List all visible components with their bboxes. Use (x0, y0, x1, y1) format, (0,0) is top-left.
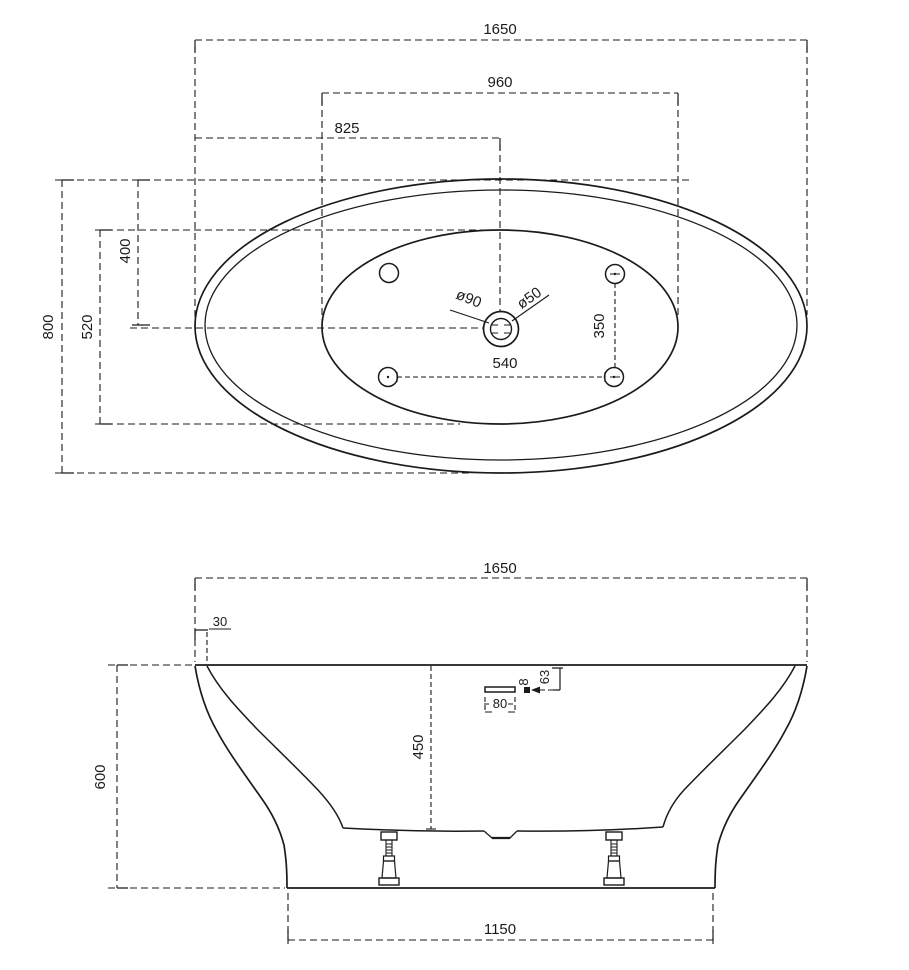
left-foot (378, 831, 400, 886)
dim-ticks-basin-length (321, 93, 679, 105)
dim-ticks-overall-length (194, 40, 808, 52)
drain-outer-leader-line (449, 309, 490, 324)
outer-wall-right (714, 665, 808, 889)
basin-ellipse (321, 229, 679, 425)
foot-body (381, 860, 397, 879)
foot-neck (607, 855, 621, 862)
jet-hole-bottom-left (377, 366, 399, 388)
foot-pad (603, 877, 625, 886)
foot-stem-threads (386, 843, 392, 854)
dim-label-holes-vertical: 350 (591, 313, 608, 338)
inner-wall-right (662, 665, 796, 828)
dim-label-front-overall-length: 1650 (483, 560, 516, 577)
overflow-leader-arrow (531, 686, 540, 694)
jet-hole-top-left (378, 262, 400, 284)
hole-center-dot (612, 375, 616, 379)
outer-rim-ellipse (194, 178, 808, 474)
dim-label-base-length: 1150 (484, 921, 516, 938)
foot-pad (378, 877, 400, 886)
front-view: 1650 30 600 450 80 8 63 1150 (92, 560, 808, 947)
foot-body (606, 860, 622, 879)
dim-label-overall-height: 600 (92, 764, 109, 789)
dim-ticks-overall-height (117, 664, 128, 889)
dim-label-basin-length: 960 (487, 74, 512, 91)
foot-neck (382, 855, 396, 862)
right-foot (603, 831, 625, 886)
dim-ticks-basin-width (100, 229, 112, 425)
inner-rim-ellipse (204, 189, 798, 461)
dim-label-drain-from-edge: 400 (117, 238, 134, 263)
overflow-offset-bracket (552, 667, 563, 691)
foot-stem-threads (611, 843, 617, 854)
drain-outer-circle (482, 310, 520, 348)
overflow-width-bracket (484, 697, 516, 712)
jet-hole-top-right (604, 263, 626, 285)
hole-center-dot (386, 375, 390, 379)
dim-label-rim-wall-offset: 30 (213, 614, 227, 629)
top-view: 1650 960 825 800 520 400 350 540 ø90 ø50 (40, 21, 808, 474)
foot-stem (385, 839, 393, 857)
dim-label-top-overall-length: 1650 (483, 21, 516, 38)
foot-plate (605, 831, 623, 841)
dim-label-drain-waste-diameter: ø50 (514, 284, 545, 313)
overflow-slot (484, 686, 516, 693)
dim-label-overflow-width: 80 (493, 696, 507, 711)
dim-ticks-base-length (287, 930, 714, 940)
dim-label-overflow-height: 8 (516, 678, 531, 685)
drain-inner-circle (489, 317, 513, 341)
basin-bottom-line (342, 826, 664, 832)
dim-label-drain-from-left: 825 (334, 120, 359, 137)
dim-label-overflow-from-rim: 63 (537, 670, 552, 684)
dim-ticks-front-overall-length (194, 578, 808, 590)
dim-label-basin-width: 520 (79, 314, 96, 339)
hole-center-dot (613, 272, 617, 276)
jet-hole-bottom-right (603, 366, 625, 388)
dim-label-holes-horizontal: 540 (492, 355, 517, 372)
drain-grate-marks (492, 324, 510, 334)
foot-plate (380, 831, 398, 841)
overflow-height-tick (524, 687, 530, 693)
dim-label-overall-width: 800 (40, 314, 57, 339)
inner-wall-left (206, 665, 344, 829)
dim-label-inner-depth: 450 (410, 734, 427, 759)
dim-ticks-drain-from-edge (132, 179, 150, 326)
drain-waste-leader-line (511, 294, 550, 322)
dim-ticks-overall-width (62, 179, 74, 474)
dim-label-drain-outer-diameter: ø90 (454, 286, 484, 311)
foot-stem (610, 839, 618, 857)
outer-wall-left (194, 665, 288, 889)
dim-corner-rim-offset (194, 629, 208, 640)
